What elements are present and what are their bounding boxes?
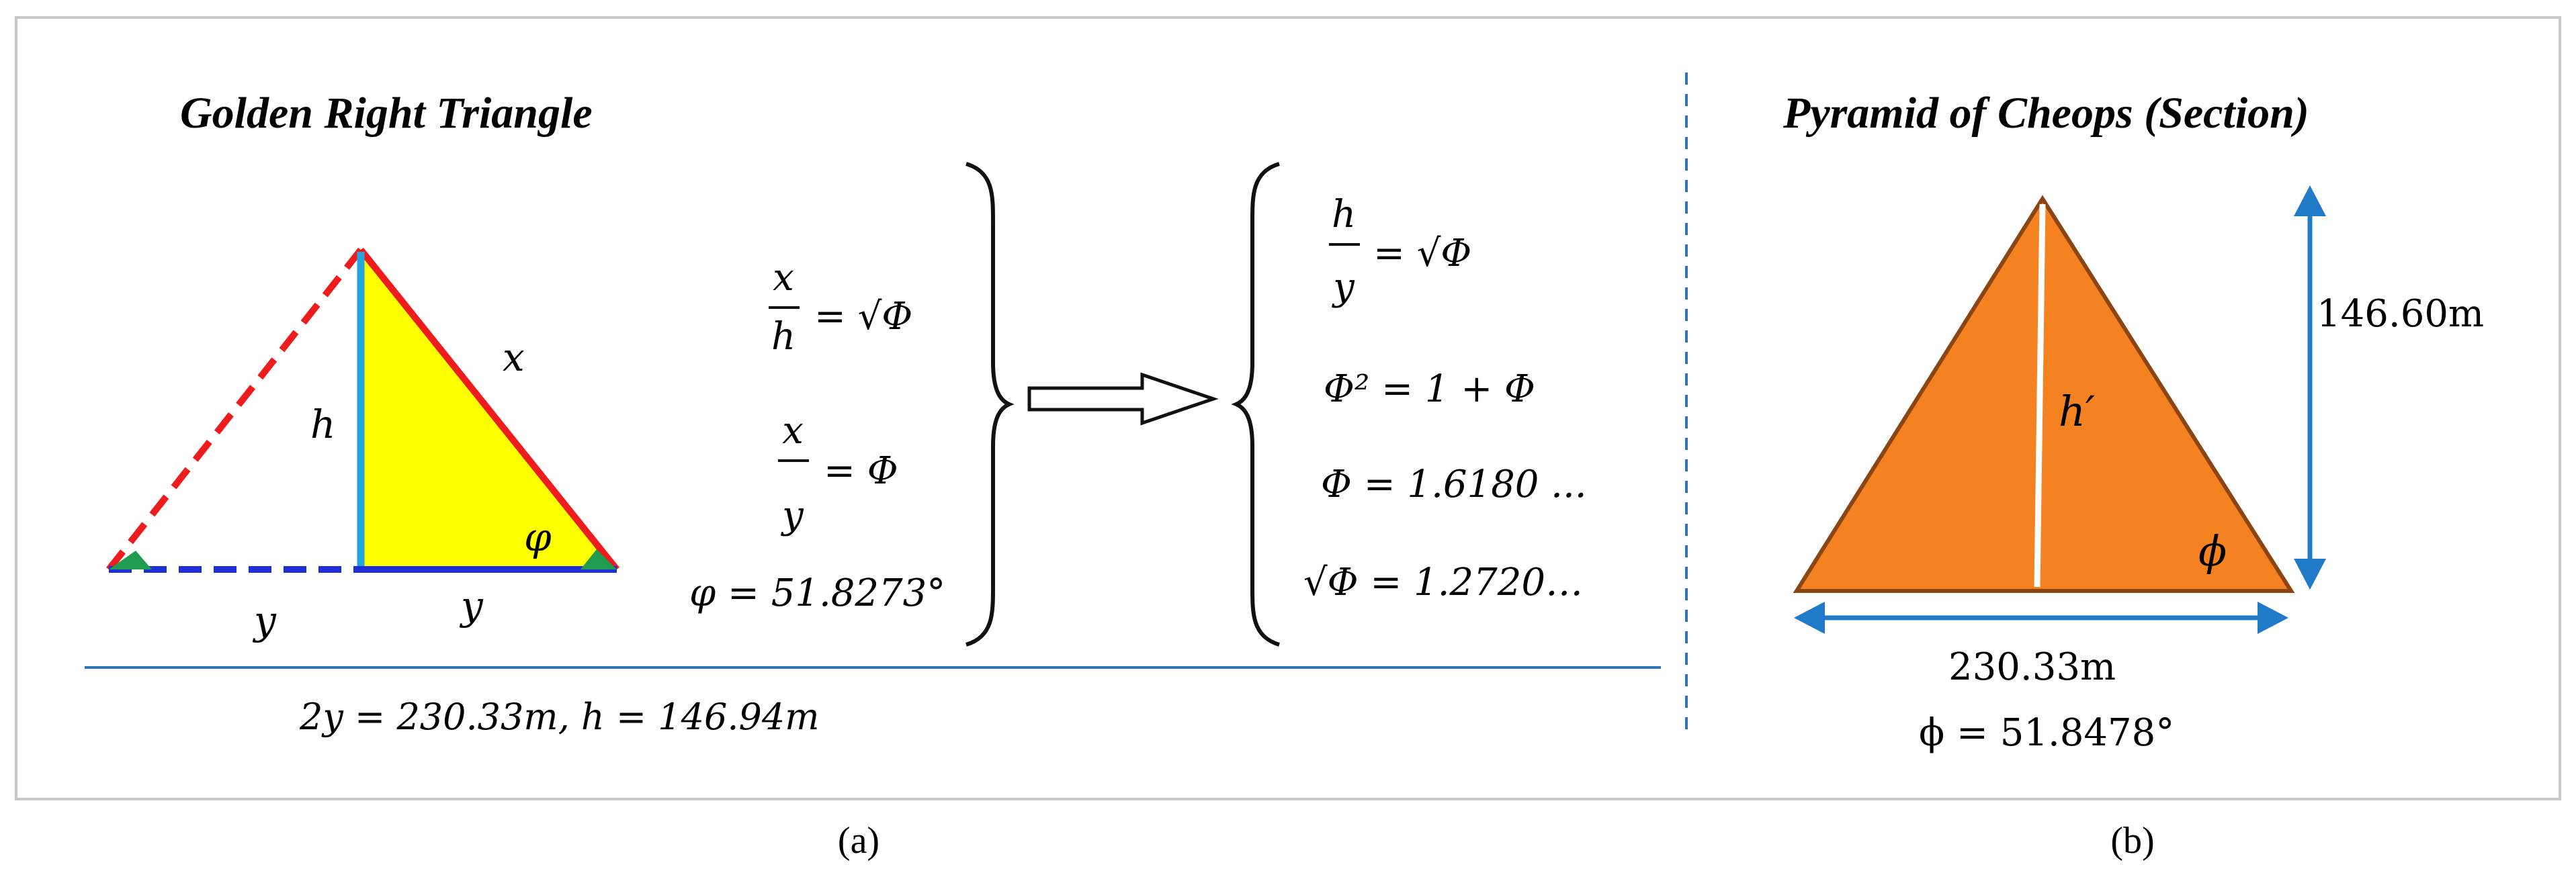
phi-angle-label: ϕ	[2198, 526, 2227, 575]
implies-arrow	[1027, 372, 1219, 426]
eq2-numerator: x	[782, 409, 804, 453]
h-prime-label: h′	[2059, 387, 2095, 436]
caption-a: (a)	[838, 820, 879, 862]
eq3-angle: φ = 51.8273°	[689, 571, 945, 615]
pyramid-triangle	[1793, 195, 2295, 593]
eq2-3: Φ = 1.6180 ...	[1321, 463, 1587, 506]
panel-b-title: Pyramid of Cheops (Section)	[1783, 89, 2309, 138]
eq2-rhs: = Φ	[824, 449, 898, 493]
height-label: 146.60m	[2317, 292, 2484, 336]
label-x: x	[503, 334, 525, 380]
base-arrow-head-right	[2258, 602, 2288, 634]
height-arrow-head-up	[2294, 185, 2326, 216]
right-brace	[965, 162, 1015, 647]
eq2-1-denominator: y	[1331, 265, 1355, 309]
bottom-formula: 2y = 230.33m, h = 146.94m	[299, 696, 819, 738]
eq1-denominator: h	[771, 315, 796, 359]
pyramid-section	[1793, 195, 2295, 593]
panel-a-title: Golden Right Triangle	[180, 89, 593, 138]
pyramid-angle-value: ϕ = 51.8478°	[1919, 711, 2174, 755]
eq2-1-rhs: = √Φ	[1373, 232, 1471, 275]
base-arrow-head-left	[1794, 602, 1825, 634]
eq2-4: √Φ = 1.2720…	[1303, 561, 1583, 604]
eq2-2: Φ² = 1 + Φ	[1324, 367, 1535, 411]
base-label: 230.33m	[1948, 645, 2116, 689]
base-arrow	[1794, 602, 2288, 634]
label-y-left: y	[252, 598, 277, 643]
golden-triangle	[106, 247, 619, 573]
figure-frame	[15, 16, 2561, 800]
equation-system-2: h y = √Φ Φ² = 1 + Φ Φ = 1.6180 ... √Φ = …	[1303, 193, 1587, 604]
hypotenuse-x	[358, 247, 619, 572]
eq2-1-numerator: h	[1332, 193, 1356, 236]
label-y-right: y	[459, 583, 484, 629]
left-brace	[1231, 162, 1280, 647]
height-arrow	[2294, 185, 2326, 590]
right-angle-marker	[581, 549, 617, 569]
eq1-rhs: = √Φ	[814, 295, 912, 338]
label-h: h	[310, 402, 335, 447]
caption-b: (b)	[2110, 820, 2154, 862]
equation-system-1: x h = √Φ x y = Φ φ = 51.8273°	[689, 256, 945, 615]
pyramid-height-line	[2034, 203, 2046, 588]
left-angle-marker	[109, 551, 152, 569]
eq1-numerator: x	[773, 256, 794, 299]
eq2-denominator: y	[780, 494, 804, 537]
height-arrow-head-down	[2294, 559, 2326, 590]
label-phi: φ	[524, 514, 552, 560]
